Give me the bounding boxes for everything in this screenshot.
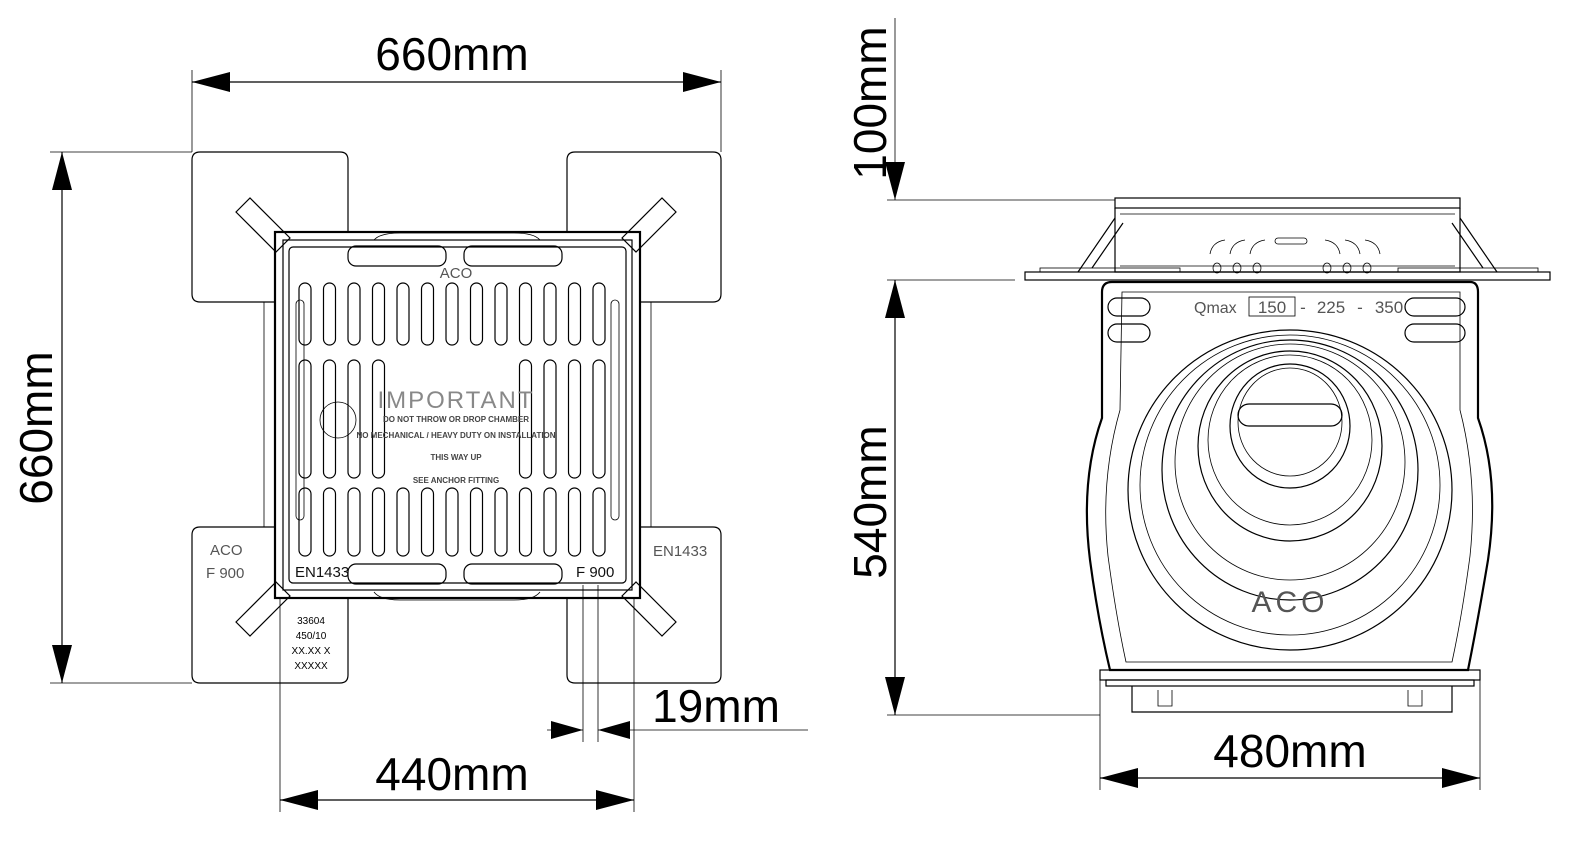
dim-side-width-label: 480mm xyxy=(1213,725,1366,777)
grate-slot xyxy=(322,359,337,479)
grate-slot xyxy=(592,359,606,479)
plan-view: 660mm 660mm xyxy=(10,28,808,812)
grate-slot xyxy=(567,487,582,557)
grate-slot xyxy=(469,487,484,557)
brand-mark-side: ACO xyxy=(1251,586,1328,619)
grate-slot xyxy=(396,282,410,346)
side-view: 100mm 540mm xyxy=(844,18,1551,790)
qmax-value-2: 225 xyxy=(1317,298,1345,317)
dim-side-width: 480mm xyxy=(1099,680,1481,790)
aco-tab-mark: ACO xyxy=(210,542,243,559)
grate-slot xyxy=(518,282,533,346)
qmax-sep-2: - xyxy=(1357,298,1363,317)
grate-slot xyxy=(420,282,435,346)
grate-slot xyxy=(543,282,557,346)
brand-mark-top: ACO xyxy=(440,265,473,282)
grate-slot xyxy=(420,487,435,557)
grate-slot xyxy=(298,487,312,557)
important-notice: IMPORTANT DO NOT THROW OR DROP CHAMBER N… xyxy=(319,387,556,485)
grate-slot xyxy=(469,282,484,346)
grate-slot xyxy=(445,282,459,346)
qmax-sep-1: - xyxy=(1300,298,1306,317)
dim-top-width: 660mm xyxy=(191,28,722,152)
frame-outline xyxy=(263,230,652,601)
grate-slot xyxy=(445,487,459,557)
id-label-line-2: 450/10 xyxy=(296,631,327,642)
grate-slot xyxy=(518,487,533,557)
grate-slot xyxy=(298,359,312,479)
dim-left-height: 660mm xyxy=(10,151,192,684)
dim-wall-label: 19mm xyxy=(652,680,780,732)
important-line-2: NO MECHANICAL / HEAVY DUTY ON INSTALLATI… xyxy=(356,431,555,440)
important-line-1: DO NOT THROW OR DROP CHAMBER xyxy=(383,415,529,424)
grate-slot xyxy=(347,487,361,557)
grate-side-rail xyxy=(610,299,620,521)
grate-slot xyxy=(347,359,361,479)
id-label-line-1: 33604 xyxy=(297,616,325,627)
spigot-rings xyxy=(1127,329,1453,651)
dim-side-height: 540mm xyxy=(844,279,1100,716)
dim-inner-width: 440mm xyxy=(279,598,635,812)
f900-mark: F 900 xyxy=(576,564,614,581)
grate-slot xyxy=(494,487,508,557)
grate-slot xyxy=(592,282,606,346)
dim-top-width-label: 660mm xyxy=(375,28,528,80)
grate-slot xyxy=(396,487,410,557)
important-line-4: SEE ANCHOR FITTING xyxy=(413,476,499,485)
dim-side-top: 100mm xyxy=(844,18,1115,201)
en1433-mark: EN1433 xyxy=(295,564,349,581)
grate-slot xyxy=(592,487,606,557)
id-label-line-4: XXXXX xyxy=(294,661,328,672)
grate-slot xyxy=(371,359,386,479)
grate-slot xyxy=(567,282,582,346)
grate-slot xyxy=(543,487,557,557)
grate-slot xyxy=(518,359,533,479)
dim-left-height-label: 660mm xyxy=(10,351,62,504)
grate-slot xyxy=(322,487,337,557)
important-title: IMPORTANT xyxy=(377,387,534,414)
grate-slot xyxy=(543,359,557,479)
grate-slot xyxy=(567,359,582,479)
grate-slot xyxy=(494,282,508,346)
id-label-line-3: XX.XX X xyxy=(292,646,331,657)
chamber-body xyxy=(1085,280,1494,713)
corner-ribs xyxy=(235,197,677,637)
qmax-marking: Qmax 150 - 225 - 350 xyxy=(1194,296,1403,317)
id-label: 33604 450/10 XX.XX X XXXXX xyxy=(292,616,331,672)
top-frame xyxy=(1024,197,1551,281)
dim-side-height-label: 540mm xyxy=(844,425,896,578)
dim-inner-width-label: 440mm xyxy=(375,748,528,800)
f900-tab-mark: F 900 xyxy=(206,565,244,582)
grate-side-rail xyxy=(295,299,305,521)
grate-slot xyxy=(371,487,386,557)
important-line-3: THIS WAY UP xyxy=(430,453,482,462)
grate-slot xyxy=(298,282,312,346)
qmax-value-3: 350 xyxy=(1375,298,1403,317)
qmax-value-1: 150 xyxy=(1258,298,1286,317)
dim-wall: 19mm xyxy=(547,585,808,742)
grate-slots xyxy=(295,282,620,557)
en1433-tab-mark: EN1433 xyxy=(653,543,707,560)
grate-slot xyxy=(322,282,337,346)
grate-slot xyxy=(371,282,386,346)
corner-tabs xyxy=(191,151,722,684)
dim-side-top-label: 100mm xyxy=(844,26,896,179)
qmax-label: Qmax xyxy=(1194,300,1237,317)
grate-slot xyxy=(347,282,361,346)
